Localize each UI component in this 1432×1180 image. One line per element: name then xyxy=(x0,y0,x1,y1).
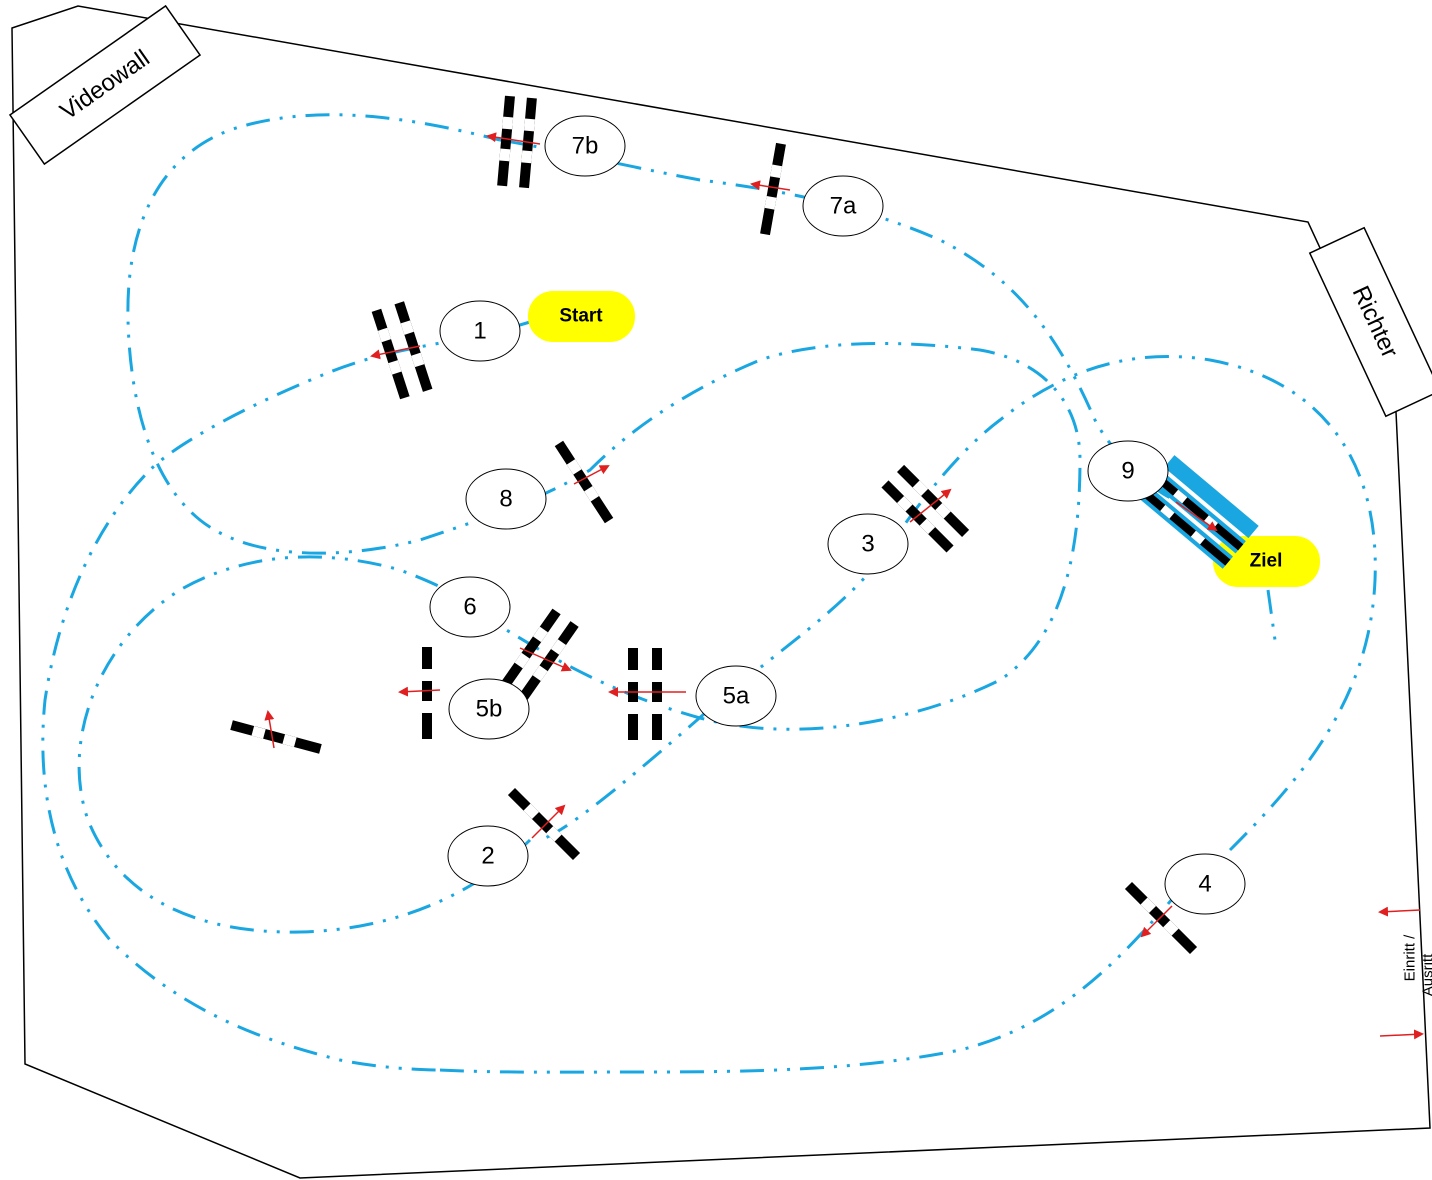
obstacle-1-arrow xyxy=(370,345,421,360)
obstacle-1-label: 1 xyxy=(439,300,521,362)
obstacle-5b-label: 5b xyxy=(448,678,530,740)
obstacle-7a-label: 7a xyxy=(802,175,884,237)
svg-text:4: 4 xyxy=(1198,871,1211,898)
svg-text:9: 9 xyxy=(1121,458,1134,485)
obstacle-8-pole xyxy=(554,440,614,524)
svg-text:3: 3 xyxy=(861,531,874,558)
richter-area: Richter xyxy=(1308,226,1432,418)
obstacle-2-pole xyxy=(507,787,581,861)
obstacle-7a-arrow xyxy=(750,180,791,191)
svg-text:5b: 5b xyxy=(476,696,503,723)
extra-pole xyxy=(230,720,322,754)
videowall-area: Videowall xyxy=(8,4,202,166)
obstacle-8-label: 8 xyxy=(465,468,547,530)
obstacle-5a-poles xyxy=(628,648,662,740)
obstacle-9-label: 9 xyxy=(1087,440,1169,502)
obstacle-9-arrow xyxy=(1175,501,1218,532)
obstacle-3-label: 3 xyxy=(827,513,909,575)
obstacle-6-arrow xyxy=(519,647,572,672)
finish-marker: Ziel xyxy=(1213,536,1320,587)
obstacle-6-label: 6 xyxy=(429,576,511,638)
entrance-marker: Einritt / Ausritt xyxy=(1378,906,1432,1040)
obstacle-9-poles xyxy=(1138,455,1259,569)
svg-text:2: 2 xyxy=(481,843,494,870)
obstacle-5b-arrow xyxy=(398,686,441,697)
obstacle-7b-label: 7b xyxy=(544,115,626,177)
arena-boundary xyxy=(11,5,1431,1179)
obstacle-8-arrow xyxy=(573,465,610,485)
svg-text:7a: 7a xyxy=(830,193,857,220)
svg-text:6: 6 xyxy=(463,594,476,621)
extra-pole-arrow xyxy=(264,710,275,749)
start-marker: Start xyxy=(528,291,635,342)
obstacle-2-label: 2 xyxy=(447,825,529,887)
entrance-label-line2: Ausritt xyxy=(1420,953,1432,996)
obstacle-4-label: 4 xyxy=(1164,853,1246,915)
obstacle-4-arrow xyxy=(1140,905,1173,938)
obstacle-7a-pole xyxy=(760,142,786,236)
svg-text:5a: 5a xyxy=(723,683,750,710)
obstacle-6-poles xyxy=(499,608,579,703)
obstacle-5a-label: 5a xyxy=(695,665,777,727)
svg-text:7b: 7b xyxy=(572,133,599,160)
entrance-label-line1: Einritt / xyxy=(1402,934,1419,982)
start-label: Start xyxy=(559,306,603,327)
svg-text:8: 8 xyxy=(499,486,512,513)
obstacle-3-arrow xyxy=(909,488,952,523)
obstacle-2-arrow xyxy=(531,804,566,839)
track-lines xyxy=(41,113,1377,1074)
finish-label: Ziel xyxy=(1250,551,1283,572)
svg-text:1: 1 xyxy=(473,318,486,345)
obstacle-7b-arrow xyxy=(486,132,541,145)
obstacle-5b-pole xyxy=(422,647,432,739)
